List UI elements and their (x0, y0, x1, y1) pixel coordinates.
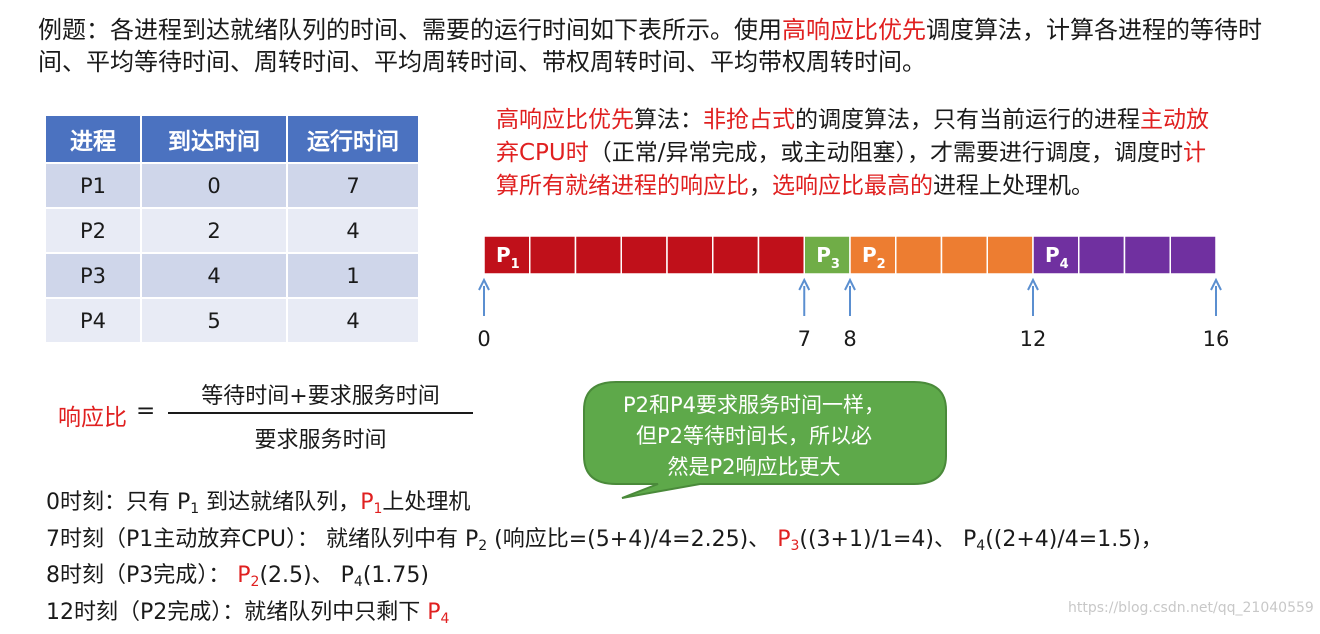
formula-label: 响应比 (58, 398, 127, 432)
step-highlight: P (360, 490, 373, 515)
header-arrival: 到达时间 (142, 116, 288, 162)
desc-text: ， (749, 173, 772, 199)
gantt-cell (759, 236, 805, 274)
step-time-0: 0时刻：只有 P1 到达就绪队列，P1上处理机 (46, 488, 1296, 525)
intro-highlight: 高响应比优先 (782, 16, 926, 44)
subscript: 4 (976, 538, 985, 554)
explanation-callout: P2和P4要求服务时间一样， 但P2等待时间长，所以必 然是P2响应比更大 (580, 380, 950, 500)
gantt-cell (896, 236, 942, 274)
intro-text-1: 例题：各进程到达就绪队列的时间、需要的运行时间如下表所示。使用 (38, 16, 782, 44)
table-header-row: 进程 到达时间 运行时间 (46, 116, 420, 162)
algorithm-description: 高响应比优先算法：非抢占式的调度算法，只有当前运行的进程主动放弃CPU时（正常/… (496, 104, 1216, 203)
step-time-8: 8时刻（P3完成）： P2(2.5)、 P4(1.75) (46, 561, 1296, 598)
process-table: 进程 到达时间 运行时间 P1 0 7 P2 2 4 P3 4 1 P4 5 4 (46, 116, 420, 342)
step-text: 7时刻（P1主动放弃CPU）： 就绪队列中有 P (46, 527, 478, 552)
subscript: 4 (441, 611, 450, 627)
step-text: 12时刻（P2完成）：就绪队列中只剩下 (46, 600, 427, 625)
formula-numerator: 等待时间+要求服务时间 (168, 378, 473, 410)
time-tick-label: 16 (1203, 327, 1230, 351)
step-highlight: P (777, 527, 790, 552)
callout-line: 但P2等待时间长，所以必 (604, 421, 904, 452)
desc-pick-highest: 选响应比最高的 (772, 173, 933, 199)
gantt-cell (621, 236, 667, 274)
formula-equals: = (136, 398, 155, 424)
response-ratio-formula: 响应比 = 等待时间+要求服务时间 要求服务时间 (58, 378, 478, 458)
step-text: (1.75) (363, 563, 429, 588)
step-highlight: P (237, 563, 250, 588)
step-text: 上处理机 (382, 490, 470, 515)
cell-process: P4 (46, 297, 142, 342)
gantt-cell (987, 236, 1033, 274)
step-time-7: 7时刻（P1主动放弃CPU）： 就绪队列中有 P2 (响应比=(5+4)/4=2… (46, 525, 1296, 562)
gantt-cell (1125, 236, 1171, 274)
cell-runtime: 4 (288, 207, 420, 252)
subscript: 4 (354, 574, 363, 590)
cell-arrival: 0 (142, 162, 288, 207)
step-text: 到达就绪队列， (199, 490, 360, 515)
step-text: (响应比=(5+4)/4=2.25)、 (487, 527, 777, 552)
desc-text: 进程上处理机。 (933, 173, 1094, 199)
cell-runtime: 4 (288, 297, 420, 342)
gantt-cell (530, 236, 576, 274)
step-text: 0时刻：只有 P (46, 490, 190, 515)
cell-runtime: 7 (288, 162, 420, 207)
desc-text: 算法： (634, 107, 703, 133)
fraction-bar (168, 412, 473, 414)
table-row: P3 4 1 (46, 252, 420, 297)
cell-arrival: 4 (142, 252, 288, 297)
gantt-cell (576, 236, 622, 274)
header-process: 进程 (46, 116, 142, 162)
callout-line: P2和P4要求服务时间一样， (604, 390, 904, 421)
cell-runtime: 1 (288, 252, 420, 297)
desc-nonpreemptive: 非抢占式 (703, 107, 795, 133)
cell-arrival: 2 (142, 207, 288, 252)
subscript: 1 (190, 501, 199, 517)
cell-arrival: 5 (142, 297, 288, 342)
step-text: 8时刻（P3完成）： (46, 563, 237, 588)
time-tick-label: 12 (1020, 327, 1047, 351)
step-text: ((2+4)/4=1.5)， (985, 527, 1163, 552)
callout-line: 然是P2响应比更大 (604, 452, 904, 483)
step-text: ((3+1)/1=4)、 P (799, 527, 976, 552)
intro-paragraph: 例题：各进程到达就绪队列的时间、需要的运行时间如下表所示。使用高响应比优先调度算… (38, 14, 1278, 78)
watermark: https://blog.csdn.net/qq_21040559 (1068, 600, 1314, 616)
table-row: P4 5 4 (46, 297, 420, 342)
desc-text: 的调度算法，只有当前运行的进程 (795, 107, 1140, 133)
table-row: P2 2 4 (46, 207, 420, 252)
cell-process: P1 (46, 162, 142, 207)
time-tick-label: 8 (843, 327, 856, 351)
desc-text: （正常/异常完成，或主动阻塞），才需要进行调度，调度时 (589, 140, 1183, 166)
gantt-cell (713, 236, 759, 274)
gantt-cell (1079, 236, 1125, 274)
table-row: P1 0 7 (46, 162, 420, 207)
time-tick-label: 0 (477, 327, 490, 351)
formula-denominator: 要求服务时间 (168, 422, 473, 454)
desc-algorithm-name: 高响应比优先 (496, 107, 634, 133)
gantt-cell (942, 236, 988, 274)
cell-process: P3 (46, 252, 142, 297)
gantt-cell (667, 236, 713, 274)
cell-process: P2 (46, 207, 142, 252)
gantt-cell (1170, 236, 1216, 274)
header-runtime: 运行时间 (288, 116, 420, 162)
step-highlight: P (427, 600, 440, 625)
time-tick-label: 7 (798, 327, 811, 351)
callout-text: P2和P4要求服务时间一样， 但P2等待时间长，所以必 然是P2响应比更大 (604, 390, 904, 483)
step-text: (2.5)、 P (259, 563, 353, 588)
subscript: 2 (478, 538, 487, 554)
